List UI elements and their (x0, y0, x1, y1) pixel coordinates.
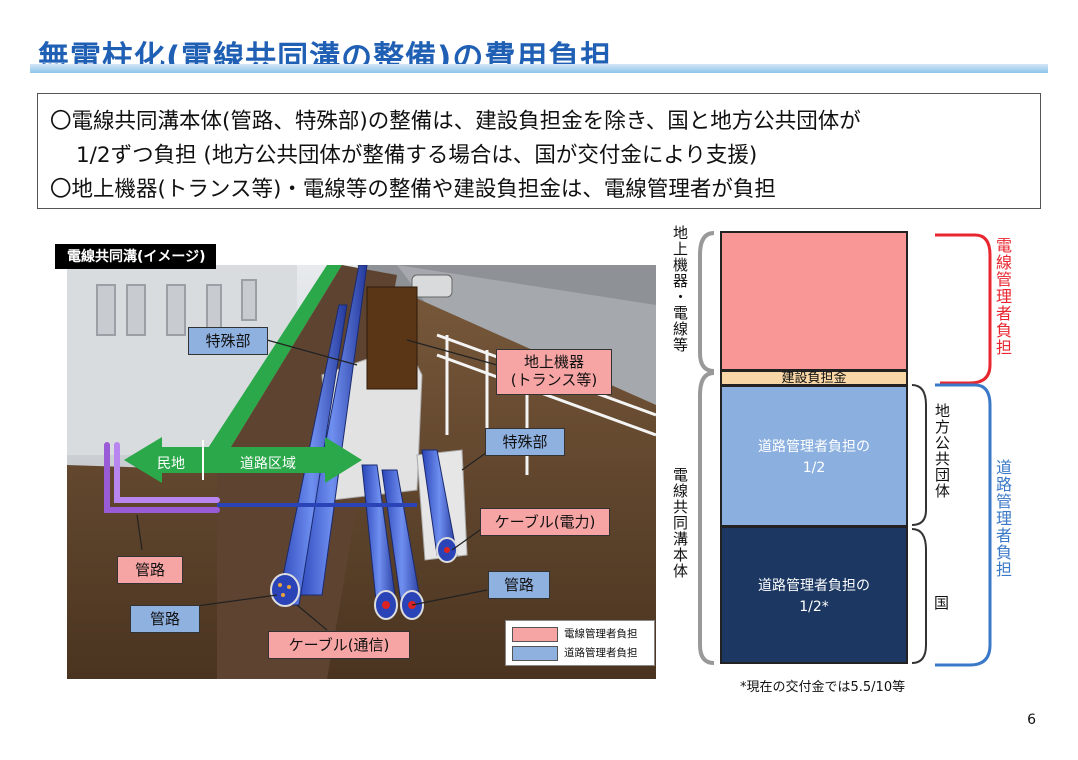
label-tunnel-body: 電線共同溝本体 (671, 467, 689, 579)
summary-line-3: 〇地上機器(トランス等)・電線等の整備や建設負担金は、電線管理者が負担 (50, 177, 776, 202)
legend-swatch-blue (512, 645, 558, 661)
bar-construction-label: 建設負担金 (781, 371, 847, 386)
callout-cable-power: ケーブル(電力) (480, 508, 610, 536)
summary-line-1: 〇電線共同溝本体(管路、特殊部)の整備は、建設負担金を除き、国と地方公共団体が (50, 109, 861, 134)
summary-line-2: 1/2ずつ負担 (地方公共団体が整備する場合は、国が交付金により支援) (76, 143, 758, 168)
label-national: 国 (934, 594, 950, 612)
legend-label-road: 道路管理者負担 (564, 647, 638, 659)
bar-national: 道路管理者負担の 1/2* (720, 526, 908, 664)
label-electric-manager: 電線管理者負担 (993, 237, 1012, 356)
callout-pipe-2: 管路 (488, 571, 550, 599)
bar-local-government: 道路管理者負担の 1/2 (720, 385, 908, 527)
legend-label-electric: 電線管理者負担 (564, 628, 638, 640)
label-private-land: 民地 (157, 456, 185, 472)
summary-box: 〇電線共同溝本体(管路、特殊部)の整備は、建設負担金を除き、国と地方公共団体が … (37, 93, 1041, 209)
title-underline (30, 64, 1048, 73)
legend-swatch-pink (512, 626, 558, 642)
callout-cable-comm: ケーブル(通信) (268, 631, 410, 659)
callout-special-part-1: 特殊部 (188, 327, 268, 355)
label-local-government: 地方公共団体 (933, 403, 951, 499)
label-road-manager: 道路管理者負担 (993, 459, 1012, 578)
bar-construction-charge: 建設負担金 (720, 370, 908, 386)
label-ground-equipment-cables: 地上機器・電線等 (671, 225, 689, 353)
legend-item-road: 道路管理者負担 (512, 645, 638, 661)
bar-national-label: 道路管理者負担の 1/2* (758, 578, 870, 615)
legend-item-electric: 電線管理者負担 (512, 626, 638, 642)
page-number: 6 (1027, 712, 1036, 728)
callout-pipe-3: 管路 (130, 605, 200, 633)
callout-ground-equipment: 地上機器 (トランス等) (496, 349, 612, 395)
footnote: *現在の交付金では5.5/10等 (740, 680, 906, 695)
bar-local-label: 道路管理者負担の 1/2 (758, 439, 870, 476)
callout-pipe-1: 管路 (117, 556, 183, 584)
bracket-graphics (698, 231, 992, 667)
label-road-area: 道路区域 (240, 456, 296, 472)
callout-special-part-2: 特殊部 (485, 428, 565, 456)
bar-electric-top (720, 231, 908, 371)
illustration-label: 電線共同溝(イメージ) (55, 244, 216, 269)
legend: 電線管理者負担 道路管理者負担 (505, 620, 655, 666)
